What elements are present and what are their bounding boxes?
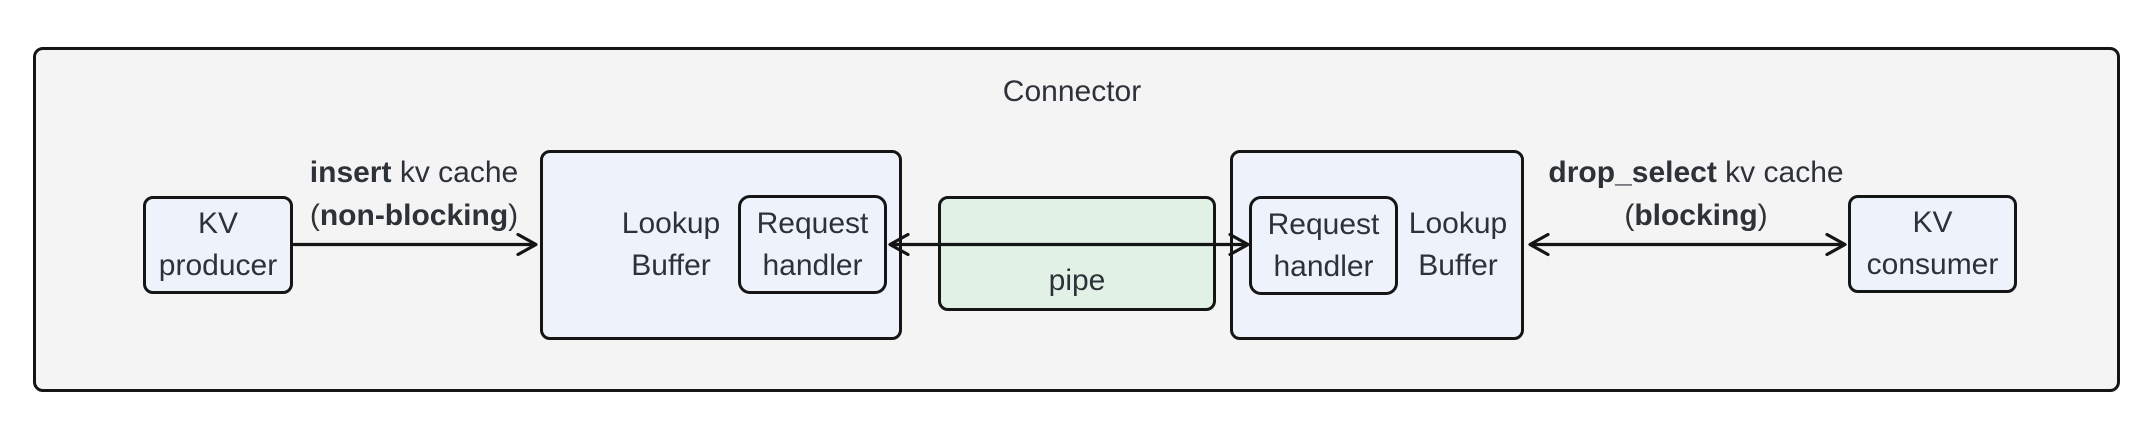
kv-producer-label-line1: KV — [197, 207, 239, 240]
lookup-buffer-right-label: Lookup Buffer — [1395, 153, 1521, 337]
non-blocking-keyword: non-blocking — [319, 199, 509, 232]
drop-select-edge-label: drop_select kv cache (blocking) — [1548, 151, 1843, 237]
connector-title: Connector — [1002, 75, 1142, 108]
lookup-buffer-left-line2: Buffer — [631, 249, 711, 282]
kv-consumer-node: KV consumer — [1848, 195, 2017, 293]
kv-consumer-label-line1: KV — [1912, 206, 1953, 239]
drop-select-edge-label-line2: (blocking) — [1548, 194, 1843, 237]
insert-edge-label: insert kv cache (non-blocking) — [310, 151, 518, 237]
insert-edge-label-line1: insert kv cache — [310, 151, 518, 194]
drop-select-rest-text: kv cache — [1716, 156, 1844, 189]
blocking-paren-open: ( — [1624, 199, 1635, 232]
kv-consumer-label-line2: consumer — [1866, 248, 1999, 281]
request-handler-right-line2: handler — [1273, 249, 1374, 283]
drop-select-edge-label-line1: drop_select kv cache — [1548, 151, 1843, 194]
request-handler-right-line1: Request — [1267, 207, 1380, 241]
request-handler-right-node: Request handler — [1249, 196, 1398, 295]
insert-rest-text: kv cache — [391, 156, 519, 189]
lookup-buffer-left-line1: Lookup — [621, 207, 721, 240]
blocking-keyword: blocking — [1634, 199, 1758, 232]
insert-paren-open: ( — [309, 199, 320, 232]
kv-producer-label-line2: producer — [158, 249, 278, 282]
lookup-buffer-right-node: Request handler Lookup Buffer — [1230, 150, 1524, 340]
lookup-buffer-right-line2: Buffer — [1418, 249, 1498, 282]
lookup-buffer-right-line1: Lookup — [1408, 207, 1508, 240]
blocking-paren-close: ) — [1757, 199, 1768, 232]
drop-select-keyword: drop_select — [1548, 156, 1717, 189]
insert-paren-close: ) — [508, 199, 519, 232]
lookup-buffer-left-label: Lookup Buffer — [601, 153, 741, 337]
request-handler-left-line1: Request — [756, 206, 869, 240]
request-handler-left-line2: handler — [762, 248, 863, 282]
request-handler-left-node: Request handler — [738, 195, 887, 294]
insert-keyword: insert — [309, 156, 392, 189]
pipe-node: pipe — [938, 196, 1216, 311]
pipe-label: pipe — [1048, 263, 1106, 297]
insert-edge-label-line2: (non-blocking) — [310, 194, 518, 237]
lookup-buffer-left-node: Lookup Buffer Request handler — [540, 150, 902, 340]
kv-producer-node: KV producer — [143, 196, 293, 294]
